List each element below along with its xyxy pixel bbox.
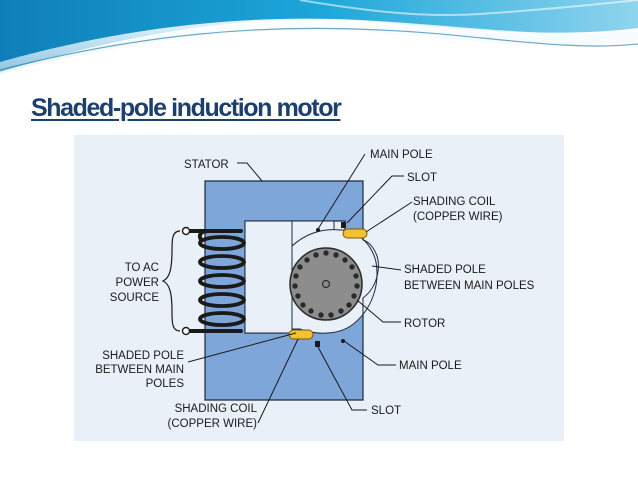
leader-lines — [187, 153, 413, 424]
rotor — [289, 247, 363, 321]
label-shaded-pole-right-2: BETWEEN MAIN POLES — [404, 280, 535, 292]
shading-coil-bottom — [288, 329, 314, 340]
terminal-bottom — [181, 326, 191, 336]
label-shading-coil-bottom-2: (COPPER WIRE) — [168, 418, 258, 430]
label-shaded-pole-left-1: SHADED POLE — [102, 350, 184, 362]
slot-top — [341, 222, 346, 228]
label-shaded-pole-left-3: POLES — [146, 378, 185, 390]
slide-title: Shaded-pole induction motor — [31, 94, 342, 122]
label-shaded-pole-left-2: BETWEEN MAIN — [95, 364, 184, 376]
label-shaded-pole-right-1: SHADED POLE — [404, 264, 486, 276]
power-source-brace — [161, 230, 181, 332]
label-main-pole-top: MAIN POLE — [370, 149, 433, 161]
label-shading-coil-top-1: SHADING COIL — [413, 196, 496, 208]
label-main-pole-bottom: MAIN POLE — [399, 360, 462, 372]
header-wave-decoration — [0, 0, 638, 74]
label-to-ac-1: TO AC — [125, 262, 159, 274]
label-rotor: ROTOR — [404, 318, 445, 330]
shading-coil-top — [342, 228, 368, 239]
rotor-shaft — [321, 279, 331, 289]
label-slot-bottom: SLOT — [371, 405, 401, 417]
label-shading-coil-top-2: (COPPER WIRE) — [413, 211, 503, 223]
label-to-ac-3: SOURCE — [110, 292, 160, 304]
terminal-top — [181, 226, 191, 236]
label-shading-coil-bottom-1: SHADING COIL — [175, 403, 258, 415]
label-slot-top: SLOT — [407, 172, 437, 184]
label-to-ac-2: POWER — [116, 277, 159, 289]
field-winding — [184, 229, 246, 333]
slot-bottom — [315, 341, 320, 347]
rotor-bars — [292, 250, 360, 318]
label-stator: STATOR — [184, 159, 229, 171]
